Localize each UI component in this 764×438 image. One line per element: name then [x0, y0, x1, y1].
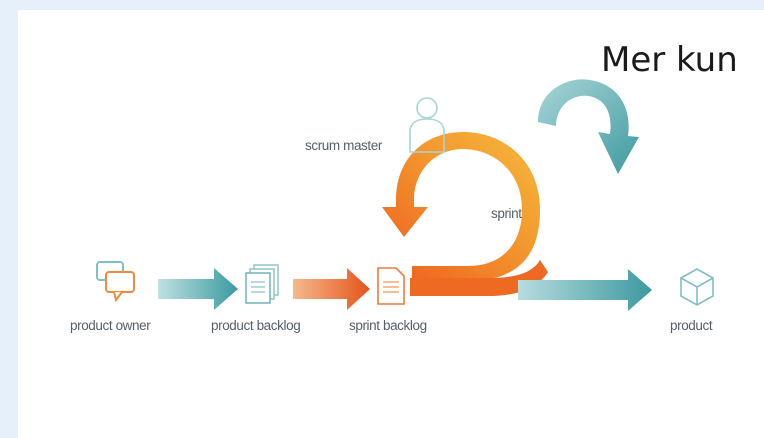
scrum-diagram: product owner product backlog sprint bac… [70, 79, 714, 333]
diagram-frame: Mer kun [18, 10, 764, 438]
label-sprint-backlog: sprint backlog [349, 318, 427, 333]
box-icon [680, 268, 714, 306]
sprint-loop [382, 132, 540, 281]
label-sprint: sprint [491, 206, 522, 221]
delivery-arrow [518, 269, 652, 311]
person-icon [409, 97, 445, 153]
documents-icon [245, 264, 279, 304]
flow-arrow-1 [158, 268, 238, 310]
label-product: product [670, 318, 713, 333]
flow-arrow-2 [293, 268, 370, 310]
label-scrum-master: scrum master [305, 138, 383, 153]
sprint-base-strip [410, 260, 548, 296]
label-product-owner: product owner [70, 318, 151, 333]
label-product-backlog: product backlog [211, 318, 300, 333]
daily-loop-arrow [538, 79, 639, 174]
document-icon [377, 267, 405, 305]
chat-bubble-icon [96, 261, 135, 303]
header-text: Mer kun [601, 40, 738, 80]
